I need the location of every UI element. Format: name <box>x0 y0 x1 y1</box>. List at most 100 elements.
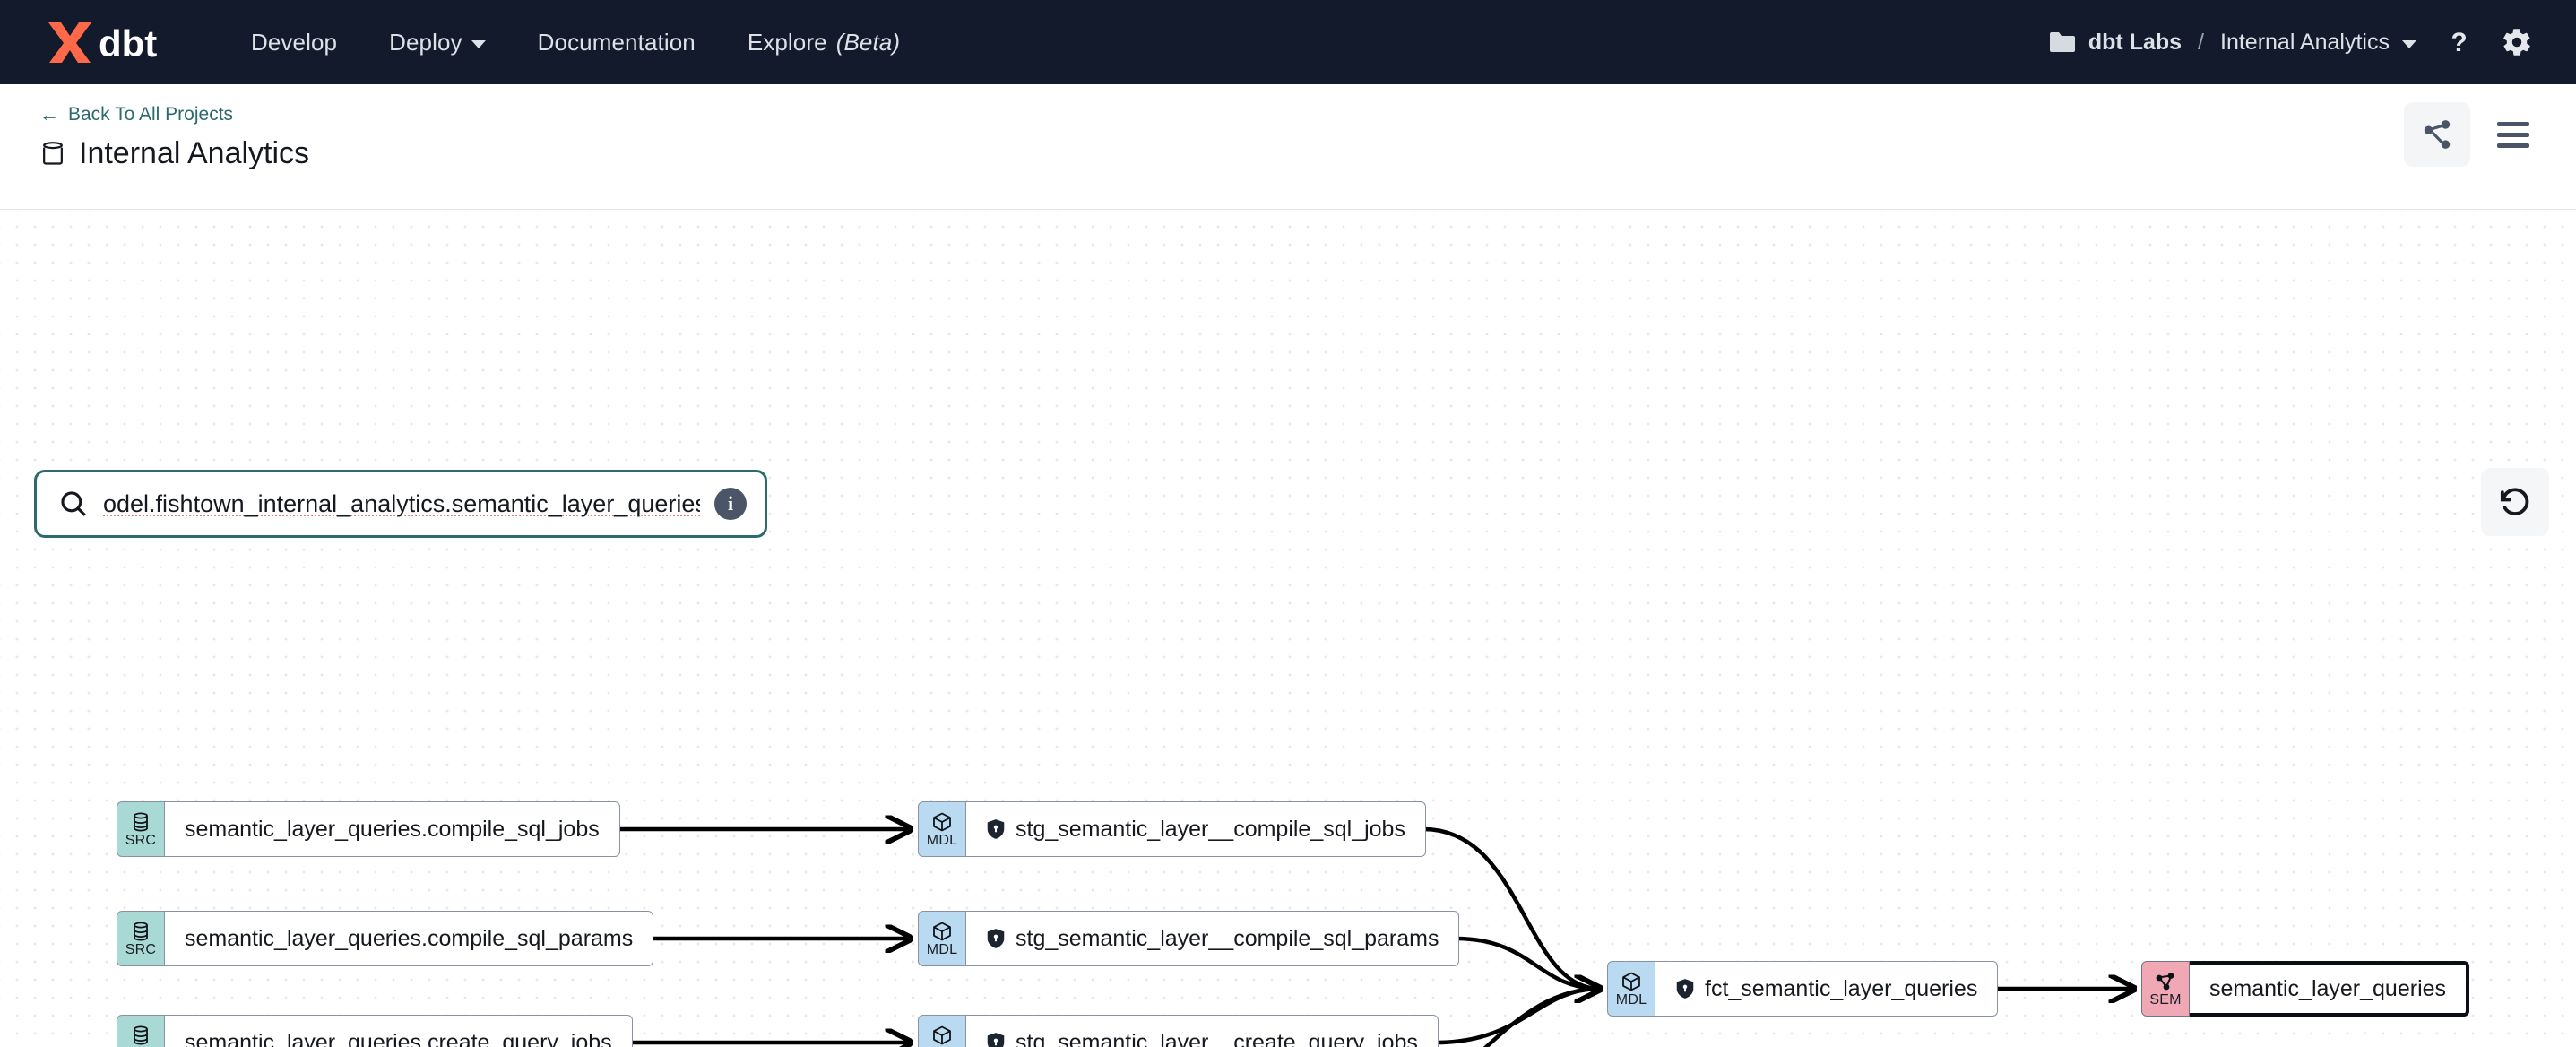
project-subheader: ← Back To All Projects Internal Analytic… <box>0 84 2576 210</box>
lineage-node-mdl1[interactable]: MDL stg_semantic_layer__compile_sql_jobs <box>918 801 1426 857</box>
shield-key-icon <box>987 1033 1005 1047</box>
breadcrumb-org[interactable]: dbt Labs <box>2088 29 2183 55</box>
search-icon <box>61 491 86 516</box>
nav-links: Develop Deploy Documentation Explore (Be… <box>251 29 900 56</box>
node-body: semantic_layer_queries <box>2190 961 2470 1017</box>
lineage-view-button[interactable] <box>2404 102 2470 167</box>
nav-link-explore[interactable]: Explore (Beta) <box>748 29 900 56</box>
reset-view-button[interactable] <box>2481 468 2549 536</box>
node-body: semantic_layer_queries.create_query_jobs <box>165 1015 633 1047</box>
node-label: semantic_layer_queries.compile_sql_jobs <box>185 816 600 842</box>
navbar-right: dbt Labs / Internal Analytics ? <box>2049 26 2533 58</box>
node-type-label: SRC <box>125 832 157 848</box>
cube-icon <box>933 812 951 831</box>
menu-button[interactable] <box>2490 115 2537 155</box>
node-type-badge-mdl: MDL <box>918 911 966 966</box>
node-label: stg_semantic_layer__create_query_jobs <box>1016 1029 1418 1047</box>
node-type-badge-src: SRC <box>117 801 165 857</box>
lineage-node-src1[interactable]: SRC semantic_layer_queries.compile_sql_j… <box>117 801 620 857</box>
shield-key-icon <box>1676 979 1694 999</box>
node-type-label: MDL <box>926 832 958 848</box>
semantic-graph-icon <box>2156 972 2174 990</box>
breadcrumb-project[interactable]: Internal Analytics <box>2220 29 2390 55</box>
lineage-node-src3[interactable]: SRC semantic_layer_queries.create_query_… <box>117 1015 633 1047</box>
node-type-label: SRC <box>125 941 157 957</box>
svg-text:?: ? <box>2451 28 2468 57</box>
cube-icon <box>1622 972 1640 991</box>
node-type-label: MDL <box>1615 991 1647 1008</box>
question-mark-icon: ? <box>2451 28 2468 57</box>
nav-link-deploy[interactable]: Deploy <box>389 29 486 56</box>
nav-link-develop[interactable]: Develop <box>251 29 337 56</box>
chevron-down-icon <box>471 39 486 48</box>
arrow-left-icon: ← <box>39 103 59 125</box>
lineage-node-mdl3[interactable]: MDL stg_semantic_layer__create_query_job… <box>918 1015 1439 1047</box>
node-body: fct_semantic_layer_queries <box>1655 961 1999 1017</box>
node-type-badge-mdl: MDL <box>1607 961 1655 1017</box>
node-label: fct_semantic_layer_queries <box>1705 975 1978 1001</box>
gear-icon <box>2503 29 2530 56</box>
search-input[interactable]: odel.fishtown_internal_analytics.semanti… <box>103 489 700 517</box>
breadcrumb-separator: / <box>2198 29 2204 55</box>
node-body: stg_semantic_layer__create_query_jobs <box>966 1015 1439 1047</box>
lineage-canvas[interactable]: odel.fishtown_internal_analytics.semanti… <box>0 210 2576 1047</box>
lineage-search-box[interactable]: odel.fishtown_internal_analytics.semanti… <box>34 470 767 538</box>
edge-mdl2-fct1 <box>1455 936 1600 989</box>
node-body: semantic_layer_queries.compile_sql_param… <box>165 911 654 966</box>
node-label: stg_semantic_layer__compile_sql_jobs <box>1016 816 1405 842</box>
reset-rotate-ccw-icon <box>2500 488 2529 515</box>
node-type-label: MDL <box>926 941 958 957</box>
breadcrumb: dbt Labs / Internal Analytics <box>2049 30 2416 56</box>
subheader-left: ← Back To All Projects Internal Analytic… <box>39 84 309 171</box>
svg-text:dbt: dbt <box>99 22 157 65</box>
nav-link-documentation[interactable]: Documentation <box>538 29 696 56</box>
node-label: semantic_layer_queries <box>2209 975 2447 1001</box>
cube-icon <box>933 1025 951 1044</box>
chevron-down-icon[interactable] <box>2402 39 2416 48</box>
lineage-node-sem1[interactable]: SEM semantic_layer_queries <box>2141 961 2470 1017</box>
hamburger-menu-icon <box>2497 143 2529 148</box>
node-body: stg_semantic_layer__compile_sql_params <box>966 911 1460 966</box>
subheader-actions <box>2404 84 2537 167</box>
shield-key-icon <box>987 929 1005 948</box>
lineage-node-fct1[interactable]: MDL fct_semantic_layer_queries <box>1607 961 1999 1017</box>
node-body: stg_semantic_layer__compile_sql_jobs <box>966 801 1426 857</box>
nav-link-explore-beta-tag: (Beta) <box>835 28 901 56</box>
folder-icon <box>2049 32 2075 52</box>
hamburger-menu-icon <box>2497 121 2529 126</box>
node-type-badge-src: SRC <box>117 911 165 966</box>
node-type-badge-mdl: MDL <box>918 801 966 857</box>
back-to-all-projects-link[interactable]: ← Back To All Projects <box>39 104 309 125</box>
cube-icon <box>933 922 951 940</box>
database-cylinder-icon <box>134 1025 148 1045</box>
settings-button[interactable] <box>2501 26 2533 58</box>
back-to-all-projects-label: Back To All Projects <box>68 104 234 125</box>
edge-mdl3-fct1 <box>1435 989 1600 1045</box>
info-icon[interactable]: i <box>714 488 747 520</box>
node-label: stg_semantic_layer__compile_sql_params <box>1016 925 1439 951</box>
node-label: semantic_layer_queries.compile_sql_param… <box>185 925 634 951</box>
node-body: semantic_layer_queries.compile_sql_jobs <box>165 801 620 857</box>
lineage-node-src2[interactable]: SRC semantic_layer_queries.compile_sql_p… <box>117 911 654 966</box>
dbt-logo-icon: dbt <box>48 22 157 65</box>
node-type-badge-src: SRC <box>117 1015 165 1047</box>
shield-key-icon <box>987 819 1005 839</box>
nav-link-develop-label: Develop <box>251 28 338 56</box>
lineage-graph-icon <box>2424 120 2451 149</box>
node-label: semantic_layer_queries.create_query_jobs <box>185 1029 612 1047</box>
node-type-badge-mdl: MDL <box>918 1015 966 1047</box>
page-title: Internal Analytics <box>79 136 310 170</box>
database-cylinder-icon <box>134 812 148 832</box>
nav-link-documentation-label: Documentation <box>537 28 696 56</box>
node-type-label: SEM <box>2149 991 2182 1008</box>
database-icon <box>43 141 63 165</box>
top-navbar: dbt Develop Deploy Documentation Explore… <box>0 0 2576 84</box>
nav-link-deploy-label: Deploy <box>389 28 462 56</box>
dbt-logo[interactable]: dbt <box>39 17 192 67</box>
database-cylinder-icon <box>134 922 148 941</box>
hamburger-menu-icon <box>2497 132 2529 137</box>
lineage-node-mdl2[interactable]: MDL stg_semantic_layer__compile_sql_para… <box>918 911 1460 966</box>
page-title-row: Internal Analytics <box>39 136 309 171</box>
nav-link-explore-label: Explore <box>747 28 827 56</box>
help-button[interactable]: ? <box>2443 27 2474 57</box>
